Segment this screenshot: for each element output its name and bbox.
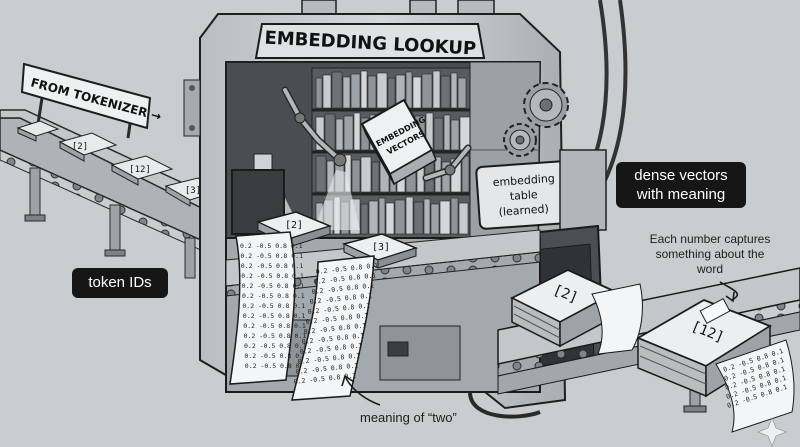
shelf-book <box>367 75 377 109</box>
token-label: [2] <box>72 142 88 152</box>
tape-text: 0.2 -0.5 0.8 0.1 <box>245 362 308 370</box>
shelf-book <box>441 161 451 193</box>
shelf-book <box>439 200 451 235</box>
callout-arrows <box>341 281 739 406</box>
shelf-book <box>360 203 369 235</box>
shelf-book <box>458 202 469 235</box>
shelf-book <box>394 199 406 235</box>
tape-text: 0.2 -0.5 0.8 0.1 <box>243 312 306 320</box>
output-books: [2] [12] 0.2 -0.5 0.8 0.10.2 -0.5 0.8 0.… <box>509 269 795 433</box>
shelf-book <box>450 197 459 235</box>
shelf-book <box>457 77 467 109</box>
shelf-book <box>385 202 395 235</box>
tape-text: 0.2 -0.5 0.8 0.1 <box>244 352 307 360</box>
panel-line2: table <box>509 188 538 203</box>
meaning-of-two-label: meaning of “two” <box>360 410 457 425</box>
panel-line1: embedding <box>492 172 555 189</box>
shelf-book <box>376 72 388 109</box>
token-label: [12] <box>129 165 151 175</box>
each-number-line3: word <box>696 262 723 276</box>
shelf-book <box>353 112 361 151</box>
panel-line3: (learned) <box>498 202 549 218</box>
shelf-book <box>450 119 460 151</box>
token-ids-badge: token IDs <box>72 268 168 298</box>
each-number-note: Each number captures something about the… <box>620 232 800 277</box>
shelf-book <box>342 76 351 109</box>
shelf-book <box>423 198 431 235</box>
tape-text: 0.2 -0.5 0.8 0.1 <box>241 262 304 270</box>
shelf-book <box>331 71 343 109</box>
robot-arm <box>422 144 472 182</box>
shelf-book <box>450 72 458 109</box>
tape-text: 0.2 -0.5 0.8 0.1 <box>244 332 307 340</box>
dense-vectors-line2: with meaning <box>636 186 726 203</box>
shelf-book <box>405 71 413 109</box>
each-number-line1: Each number captures <box>649 232 771 246</box>
robot-arm <box>281 86 347 167</box>
embedding-vectors-book: EMBEDDING VECTORS <box>360 98 437 186</box>
token-block: [3] <box>341 233 419 269</box>
shelf-book <box>368 200 379 235</box>
shelf-book <box>443 114 451 151</box>
token-block-blank <box>16 120 60 142</box>
token-block: [2] <box>58 132 118 162</box>
shelf-book <box>343 115 354 151</box>
title-plate: EMBEDDING LOOKUP <box>254 23 486 60</box>
tape-text: 0.2 -0.5 0.8 0.1 <box>241 272 304 280</box>
shelf-book <box>430 203 440 235</box>
shelf-book <box>461 155 470 193</box>
paper-tape: 0.2 -0.5 0.8 0.10.2 -0.5 0.8 0.10.2 -0.5… <box>291 255 379 401</box>
shelf-book <box>432 70 441 109</box>
tape-text: 0.2 -0.5 0.8 0.1 <box>244 342 307 350</box>
tape-text: 0.2 -0.5 0.8 0.1 <box>240 252 303 260</box>
token-ids-label: token IDs <box>88 274 152 291</box>
shelf-book <box>322 74 332 109</box>
shelf-book <box>360 156 372 193</box>
tape-text: 0.2 -0.5 0.8 0.1 <box>242 292 305 300</box>
embedding-table-panel: embedding table (learned) <box>475 160 573 230</box>
paper-tape: 0.2 -0.5 0.8 0.1 0.2 -0.5 0.8 0.1 0.2 -0.5… <box>229 231 308 385</box>
paper-tape: 0.2 -0.5 0.8 0.10.2 -0.5 0.8 0.10.2 -0.5… <box>715 339 795 433</box>
shelf-book <box>440 75 451 109</box>
gear-icon <box>523 82 569 128</box>
shelf-book <box>360 70 368 109</box>
each-number-line2: something about the <box>655 247 765 261</box>
sparkle-icon <box>757 417 787 447</box>
dense-vectors-line1: dense vectors <box>634 167 728 184</box>
shelf-book <box>412 76 422 109</box>
dense-vectors-badge: dense vectors with meaning <box>616 162 746 208</box>
shelf-book <box>413 201 424 235</box>
paper-tape <box>591 283 643 355</box>
shelf-book <box>335 118 344 151</box>
shelf-book <box>371 161 380 193</box>
shelf-book <box>315 77 323 109</box>
shelf-book <box>387 77 396 109</box>
token-block: [12] <box>110 155 174 186</box>
shelf-book <box>378 197 386 235</box>
vector-tapes: 0.2 -0.5 0.8 0.1 0.2 -0.5 0.8 0.1 0.2 -0.5… <box>229 231 379 401</box>
tape-text: 0.2 -0.5 0.8 0.1 <box>242 302 305 310</box>
token-label: [3] <box>185 186 201 196</box>
tape-text: 0.2 -0.5 0.8 0.1 <box>240 242 303 250</box>
shelf-book <box>405 196 414 235</box>
tape-text: 0.2 -0.5 0.8 0.1 <box>243 322 306 330</box>
meaning-of-two-note: meaning of “two” <box>360 410 510 425</box>
gear-icon <box>503 123 537 157</box>
shelf-book <box>315 155 327 193</box>
shelf-book <box>351 159 361 193</box>
shelf-book <box>421 73 433 109</box>
shelf-book <box>350 73 361 109</box>
tape-text: 0.2 -0.5 0.8 0.1 <box>242 282 305 290</box>
token-label: [2] <box>285 220 303 231</box>
shelf-book <box>433 117 444 151</box>
token-label: [3] <box>372 242 390 253</box>
